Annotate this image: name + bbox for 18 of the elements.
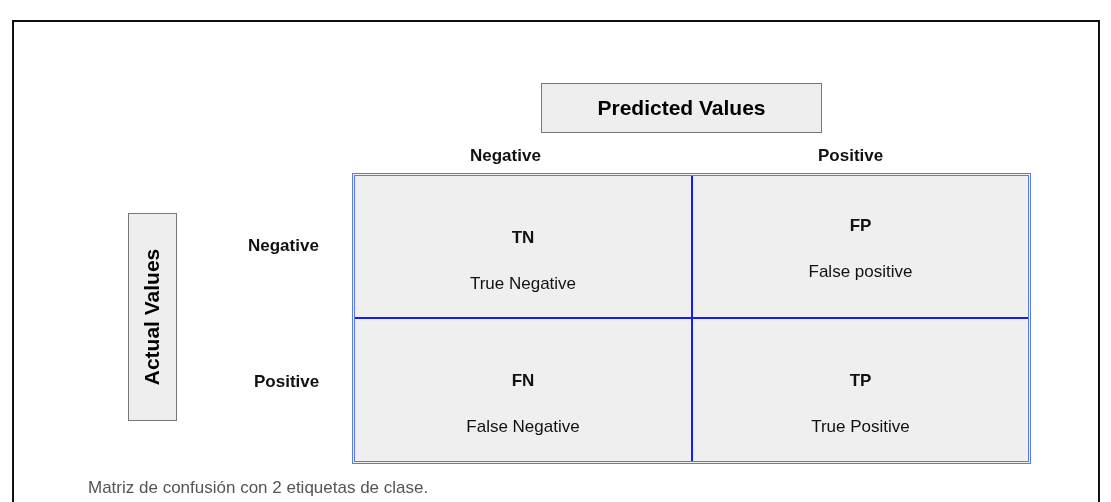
cell-description: True Positive: [811, 417, 910, 437]
row-header: Positive: [254, 372, 320, 392]
cell-abbreviation: TN: [511, 228, 535, 248]
cell-abbreviation: FP: [849, 216, 872, 236]
row-header: Negative: [248, 236, 319, 256]
axis-title: Predicted Values: [597, 96, 766, 120]
column-header: Negative: [470, 146, 541, 166]
matrix-cell: [355, 176, 693, 319]
axis-title-box: [128, 213, 177, 421]
column-header: Positive: [818, 146, 884, 166]
cell-abbreviation: FN: [511, 371, 535, 391]
axis-title-box: [541, 83, 822, 133]
axis-title: Actual Values: [140, 248, 165, 386]
cell-description: True Negative: [469, 274, 577, 294]
cell-abbreviation: TP: [849, 371, 872, 391]
caption: Matriz de confusión con 2 etiquetas de clase.: [88, 478, 429, 498]
cell-description: False Negative: [466, 417, 580, 437]
cell-description: False positive: [808, 262, 913, 282]
